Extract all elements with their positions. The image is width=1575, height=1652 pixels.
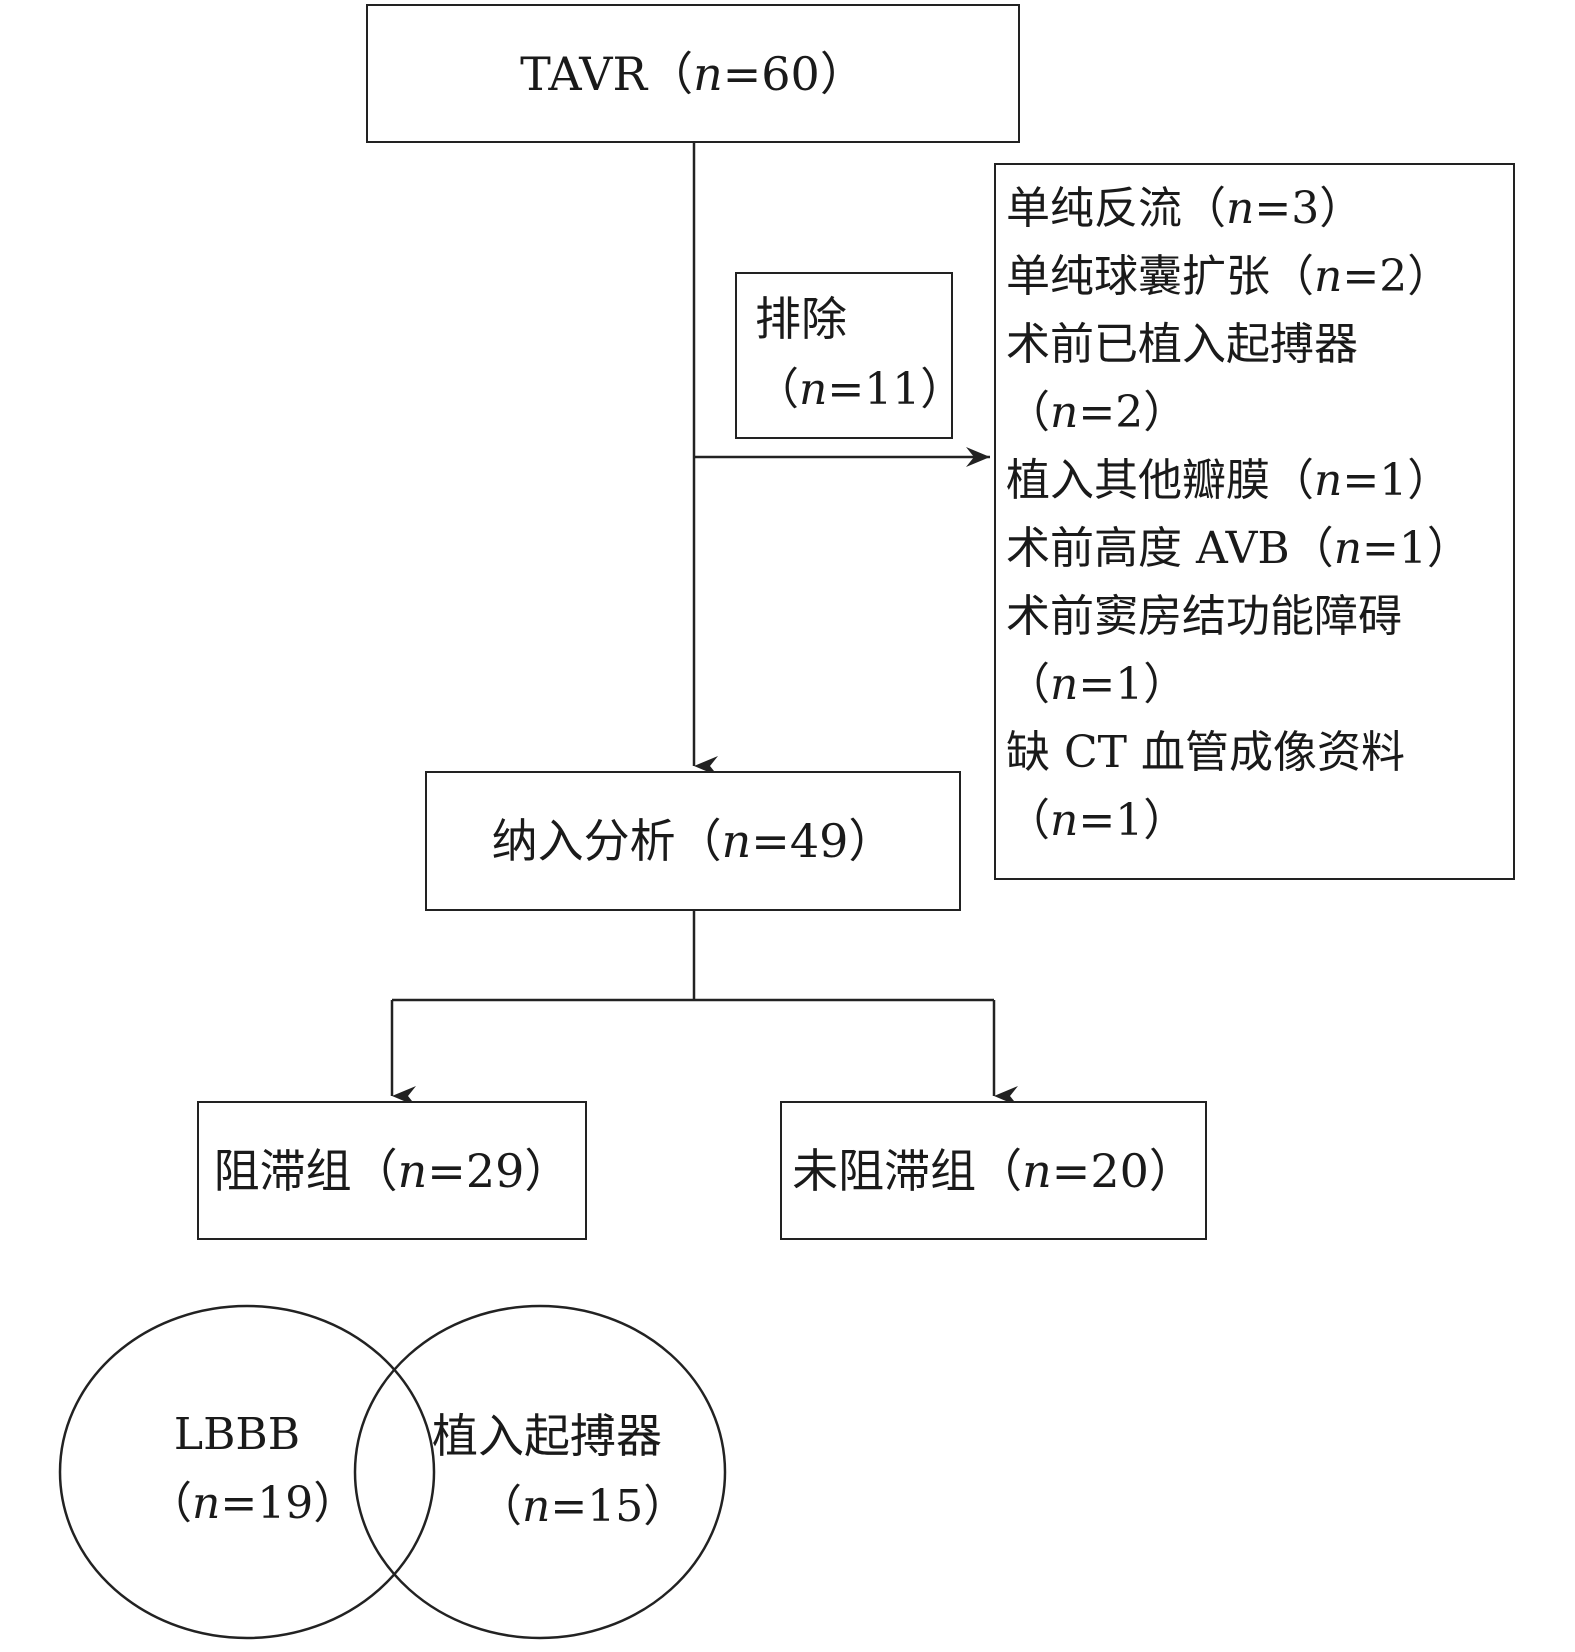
venn-circle-pacemaker: [353, 1304, 727, 1640]
exclusion-reason-text: 术前窦房结功能障碍: [1006, 591, 1402, 642]
exclusion-reason-count: =2）: [1078, 387, 1188, 438]
venn-pacemaker-count: （n=15）: [478, 1485, 687, 1529]
tavr-count: =60）: [722, 46, 866, 101]
included-n: n: [721, 814, 752, 868]
tavr-label: TAVR（n=60）: [520, 51, 866, 97]
exclusion-reason-line: 植入其他瓣膜（n=1）: [1006, 447, 1471, 515]
venn-circle-lbbb: [58, 1304, 436, 1640]
exclusion-reason-text: 缺 CT 血管成像资料: [1006, 727, 1405, 778]
exclusion-reason-text: 单纯反流（: [1006, 183, 1226, 234]
included-text: 纳入分析（: [491, 814, 722, 868]
exclusion-reason-count: =1）: [1362, 523, 1471, 574]
block-group-n: n: [397, 1143, 428, 1198]
exclusion-reason-text: 术前高度 AVB（: [1006, 523, 1334, 574]
included-box: 纳入分析（n=49）: [425, 771, 961, 911]
venn-lbbb-value: =19）: [220, 1478, 358, 1529]
exclude-open: （: [755, 364, 799, 415]
exclusion-reason-n: n: [1050, 387, 1079, 438]
exclusion-reason-n: n: [1226, 183, 1255, 234]
exclusion-reason-count: =2）: [1342, 251, 1452, 302]
included-label: 纳入分析（n=49）: [492, 818, 895, 864]
exclusion-reason-text: 单纯球囊扩张（: [1006, 251, 1314, 302]
exclusion-reason-line: 术前窦房结功能障碍: [1006, 583, 1471, 651]
exclusion-reasons-box: 单纯反流（n=3）单纯球囊扩张（n=2）术前已植入起搏器（n=2）植入其他瓣膜（…: [994, 163, 1515, 880]
block-group-label: 阻滞组（n=29）: [214, 1148, 571, 1194]
included-count: =49）: [751, 814, 895, 868]
exclude-title: 排除: [755, 292, 847, 346]
exclusion-reason-n: n: [1050, 795, 1079, 846]
venn-pacemaker-n: n: [522, 1481, 551, 1532]
exclusion-reason-line: 单纯球囊扩张（n=2）: [1006, 243, 1471, 311]
block-group-count: =29）: [427, 1143, 571, 1198]
exclusion-reason-text: 植入其他瓣膜（: [1006, 455, 1314, 506]
venn-lbbb-open: （: [148, 1478, 192, 1529]
no-block-group-label: 未阻滞组（n=20）: [792, 1148, 1195, 1194]
exclusion-reason-line: 单纯反流（n=3）: [1006, 175, 1471, 243]
exclusion-reason-text: 术前已植入起搏器: [1006, 319, 1358, 370]
exclusion-reason-line: （n=1）: [1006, 651, 1471, 719]
exclusion-reason-count: =1）: [1342, 455, 1452, 506]
block-group-box: 阻滞组（n=29）: [197, 1101, 587, 1240]
exclusion-reason-text: （: [1006, 387, 1050, 438]
exclusion-reason-n: n: [1050, 659, 1079, 710]
exclusion-reason-n: n: [1333, 523, 1363, 574]
exclusion-reason-n: n: [1314, 251, 1343, 302]
venn-lbbb-count: （n=19）: [148, 1482, 357, 1526]
tavr-text: TAVR（: [520, 46, 694, 101]
block-group-text: 阻滞组（: [213, 1143, 398, 1198]
venn-lbbb-n: n: [192, 1478, 221, 1529]
tavr-box: TAVR（n=60）: [366, 4, 1020, 143]
venn-pacemaker-value: =15）: [550, 1481, 688, 1532]
exclusion-reason-count: =1）: [1078, 795, 1188, 846]
venn-pacemaker-title: 植入起搏器: [432, 1409, 662, 1463]
no-block-group-n: n: [1022, 1143, 1052, 1198]
exclusion-reason-n: n: [1314, 455, 1343, 506]
exclusion-reason-line: 术前已植入起搏器: [1006, 311, 1471, 379]
no-block-group-text: 未阻滞组（: [792, 1143, 1023, 1198]
exclusion-reason-count: =1）: [1078, 659, 1188, 710]
exclusion-reason-line: 术前高度 AVB（n=1）: [1006, 515, 1471, 583]
no-block-group-count: =20）: [1051, 1143, 1195, 1198]
exclusion-reason-line: 缺 CT 血管成像资料: [1006, 719, 1471, 787]
exclusion-reason-text: （: [1006, 795, 1050, 846]
exclusion-reasons-list: 单纯反流（n=3）单纯球囊扩张（n=2）术前已植入起搏器（n=2）植入其他瓣膜（…: [1006, 175, 1471, 855]
exclude-value: =11）: [827, 364, 965, 415]
exclusion-reason-count: =3）: [1254, 183, 1364, 234]
tavr-n: n: [693, 46, 723, 101]
exclusion-reason-line: （n=2）: [1006, 379, 1471, 447]
venn-lbbb-title: LBBB: [173, 1409, 301, 1460]
exclude-count: （n=11）: [755, 368, 964, 412]
exclude-box: 排除 （n=11）: [735, 272, 964, 439]
exclude-n: n: [799, 364, 828, 415]
exclusion-reason-text: （: [1006, 659, 1050, 710]
exclusion-reason-line: （n=1）: [1006, 787, 1471, 855]
venn-pacemaker-open: （: [478, 1481, 522, 1532]
no-block-group-box: 未阻滞组（n=20）: [780, 1101, 1207, 1240]
